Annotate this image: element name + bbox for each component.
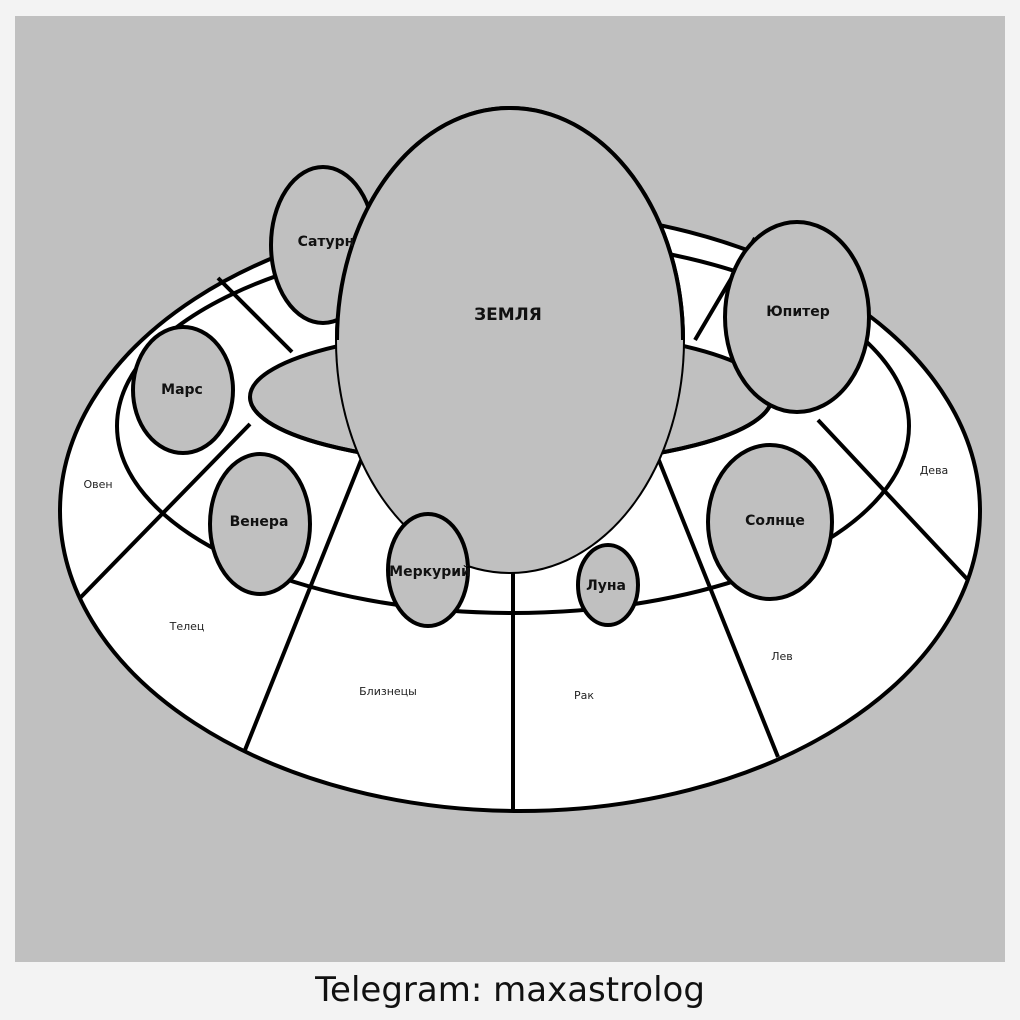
planet-jupiter [723, 220, 871, 414]
sign-gemini: Близнецы [359, 685, 417, 698]
sign-cancer: Рак [574, 689, 594, 702]
planet-mercury [386, 512, 470, 628]
earth-edge [335, 106, 685, 341]
planet-moon [576, 543, 640, 627]
sign-virgo: Дева [920, 464, 949, 477]
venus-label: Венера [230, 514, 289, 530]
sign-leo: Лев [771, 650, 793, 663]
divider [243, 457, 364, 751]
footer-caption: Telegram: maxastrolog [315, 970, 705, 1010]
divider [656, 457, 780, 758]
earth-overlap [337, 108, 683, 572]
divider [816, 418, 970, 582]
sun-label: Солнце [745, 513, 805, 529]
planet-mars [131, 325, 235, 455]
planet-venus [208, 452, 312, 596]
mars-label: Марс [161, 382, 203, 398]
jupiter-label: Юпитер [766, 304, 830, 320]
sign-taurus: Телец [169, 620, 205, 633]
saturn-label: Сатурн [298, 234, 355, 250]
divider [78, 422, 252, 600]
earth-label: ЗЕМЛЯ [474, 305, 542, 325]
moon-label: Луна [586, 578, 626, 594]
divider [216, 276, 294, 354]
mercury-label: Меркурий [389, 564, 471, 580]
planet-sun [706, 443, 834, 601]
sign-aries: Овен [83, 478, 112, 491]
